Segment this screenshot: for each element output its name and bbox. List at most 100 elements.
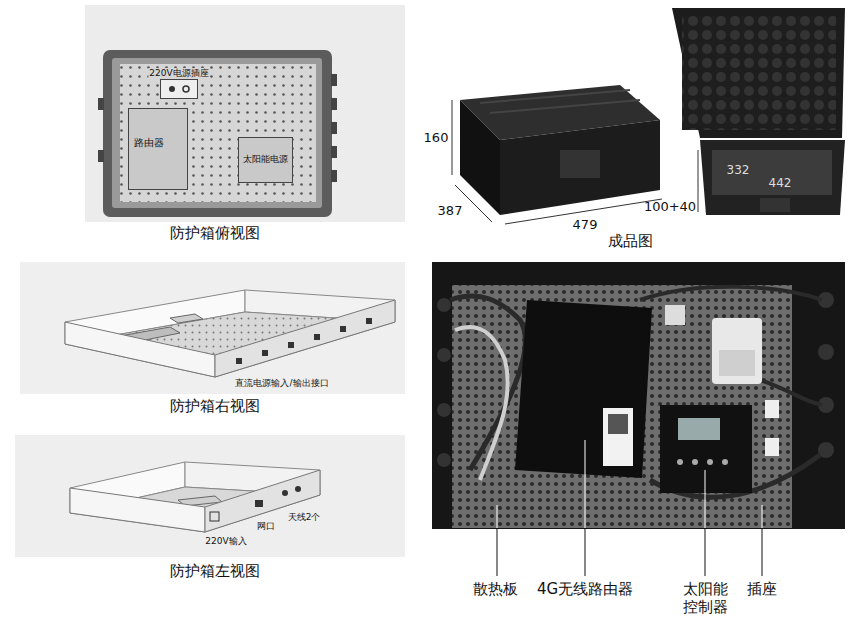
latch <box>331 122 337 134</box>
case-handle <box>760 198 790 212</box>
cable <box>640 287 822 300</box>
product-photo <box>452 8 845 224</box>
leader-line <box>497 528 498 576</box>
case-handle <box>560 150 600 178</box>
tray-floor <box>70 487 320 532</box>
caption: 成品图 <box>608 232 653 250</box>
dimension-line <box>698 150 699 212</box>
outer-wall <box>65 322 215 377</box>
panel-knob <box>437 348 451 362</box>
socket-hole <box>183 86 189 92</box>
inside-photo <box>432 262 845 576</box>
base-foam <box>712 150 832 195</box>
closed-case-front <box>500 120 660 215</box>
node-label: 太阳能电源 <box>243 155 288 165</box>
plate-holes <box>120 64 316 202</box>
leader-line <box>585 440 586 528</box>
latch <box>98 98 104 110</box>
dimension-line <box>452 100 453 175</box>
port-label: 直流电源输入/输出接口 <box>233 378 330 389</box>
case-rib <box>490 100 640 113</box>
dimension: 100+40 <box>644 199 696 215</box>
panel-knob <box>818 344 834 360</box>
socket-face <box>160 79 198 99</box>
latch <box>331 74 337 86</box>
render-ground <box>85 5 405 222</box>
case-rib <box>480 90 630 103</box>
socket-hole <box>169 86 175 92</box>
controller-button <box>677 459 683 465</box>
dimension: 442 <box>767 176 794 190</box>
callout-label: 散热板 <box>473 580 518 598</box>
controller-button <box>692 459 698 465</box>
port-label: 天线2个 <box>286 512 323 523</box>
socket-body <box>712 318 762 384</box>
right-view-render <box>20 262 405 394</box>
node-label: 220V电源插座 <box>148 68 209 78</box>
leader-line <box>762 505 763 528</box>
antenna-port <box>295 486 301 492</box>
ac-input-port <box>210 512 219 521</box>
leader-line <box>585 528 586 576</box>
socket-face <box>719 350 755 376</box>
cable <box>455 327 508 480</box>
port-label: 网口 <box>255 521 277 532</box>
qr-code <box>608 414 628 434</box>
open-case-lid <box>672 8 845 138</box>
caption: 防护箱右视图 <box>170 397 260 415</box>
node-label: 路由器 <box>134 138 164 149</box>
dc-port <box>314 334 320 340</box>
dimension: 387 <box>438 203 463 219</box>
heat-plate <box>120 64 316 202</box>
controller-button <box>722 459 728 465</box>
callout-label: 插座 <box>747 580 777 598</box>
cable-clip <box>665 305 685 325</box>
leader-line <box>497 505 498 528</box>
leader-line <box>705 470 706 528</box>
panel-knob <box>437 453 451 467</box>
render-ground <box>20 262 405 394</box>
callout-label: 太阳能 控制器 <box>680 580 730 616</box>
router-body <box>515 300 652 478</box>
controller-display <box>678 418 720 440</box>
plug <box>765 438 779 456</box>
controller-body <box>660 405 752 493</box>
case-frame <box>103 50 332 217</box>
caption: 防护箱俯视图 <box>170 224 260 242</box>
outer-wall <box>215 300 395 377</box>
latch <box>331 146 337 158</box>
router-sticker <box>603 408 633 466</box>
latch <box>98 150 104 162</box>
dc-port <box>366 318 372 324</box>
latch <box>331 98 337 110</box>
socket-box: 220V电源插座 <box>160 79 198 99</box>
controller-button <box>707 459 713 465</box>
case-rim <box>112 58 322 208</box>
leader-line <box>762 528 763 576</box>
left-view-render <box>15 435 405 557</box>
solar-block <box>170 314 203 323</box>
leader-line <box>705 528 706 576</box>
render-ground <box>15 435 405 557</box>
open-case-base <box>700 140 845 215</box>
dc-port <box>236 358 242 364</box>
latch <box>331 170 337 182</box>
panel-knob <box>437 298 451 312</box>
panel-knob <box>437 403 451 417</box>
lan-port <box>255 500 263 507</box>
outer-wall <box>70 488 205 532</box>
photo-ground <box>432 262 845 529</box>
top-view-render <box>85 5 405 222</box>
router-box: 路由器 <box>128 108 188 190</box>
dc-port <box>340 326 346 332</box>
plug <box>765 400 779 418</box>
antenna-port <box>282 490 288 496</box>
cable <box>450 296 525 470</box>
callout-label: 4G无线路由器 <box>537 580 633 598</box>
port-label: 220V输入 <box>203 536 248 547</box>
closed-case-side <box>460 100 500 215</box>
dimension: 332 <box>725 163 752 177</box>
dimension: 479 <box>573 217 598 233</box>
